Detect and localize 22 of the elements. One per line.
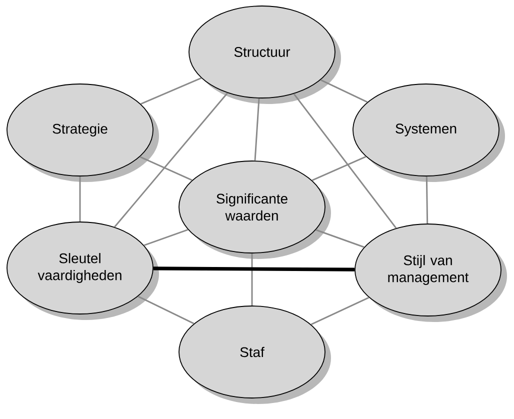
connector-line [144, 229, 188, 246]
connector-line [79, 176, 81, 222]
connector-line [293, 93, 397, 229]
connector-line [320, 79, 368, 103]
connector-line [316, 229, 364, 248]
ellipse-node: Staf [178, 306, 331, 404]
ellipse-node: Structuur [188, 6, 341, 104]
connector-line [312, 156, 366, 182]
ellipse-node: Strategie [6, 84, 159, 182]
connector-line [254, 98, 260, 161]
connector-line [426, 176, 428, 224]
connector-line [138, 296, 194, 324]
connector-line [251, 253, 253, 306]
connector-line [310, 296, 370, 326]
connector-line [114, 92, 228, 228]
ellipse-node: Sleutel vaardigheden [6, 222, 159, 320]
connector-line [153, 266, 355, 272]
connector-line [140, 156, 192, 181]
ellipse-node: Systemen [352, 84, 505, 182]
ellipse-node: Stijl van management [354, 224, 507, 322]
connector-line [140, 77, 202, 105]
ellipse-node: Significante waarden [178, 160, 331, 259]
